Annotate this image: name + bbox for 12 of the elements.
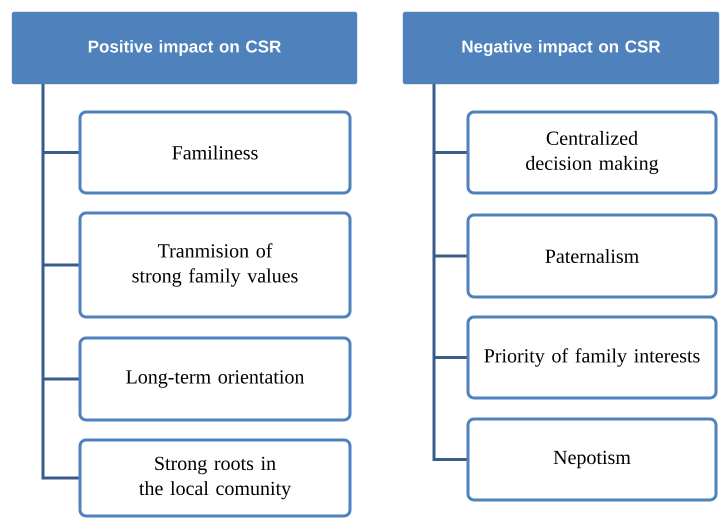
header-box: Positive impact on CSR [12, 12, 358, 84]
item-box: Centralized decision making [466, 110, 718, 194]
connector-line [42, 84, 78, 480]
item-box: Paternalism [466, 214, 718, 298]
header-box: Negative impact on CSR [402, 12, 720, 84]
connector-line [432, 84, 466, 461]
item-box: Long-term orientation [78, 336, 352, 422]
item-box: Tranmision of strong family values [78, 212, 352, 318]
item-box: Priority of family interests [466, 316, 718, 400]
item-box: Nepotism [466, 418, 718, 502]
item-box: Familiness [78, 110, 352, 194]
item-box: Strong roots in the local comunity [78, 438, 352, 518]
